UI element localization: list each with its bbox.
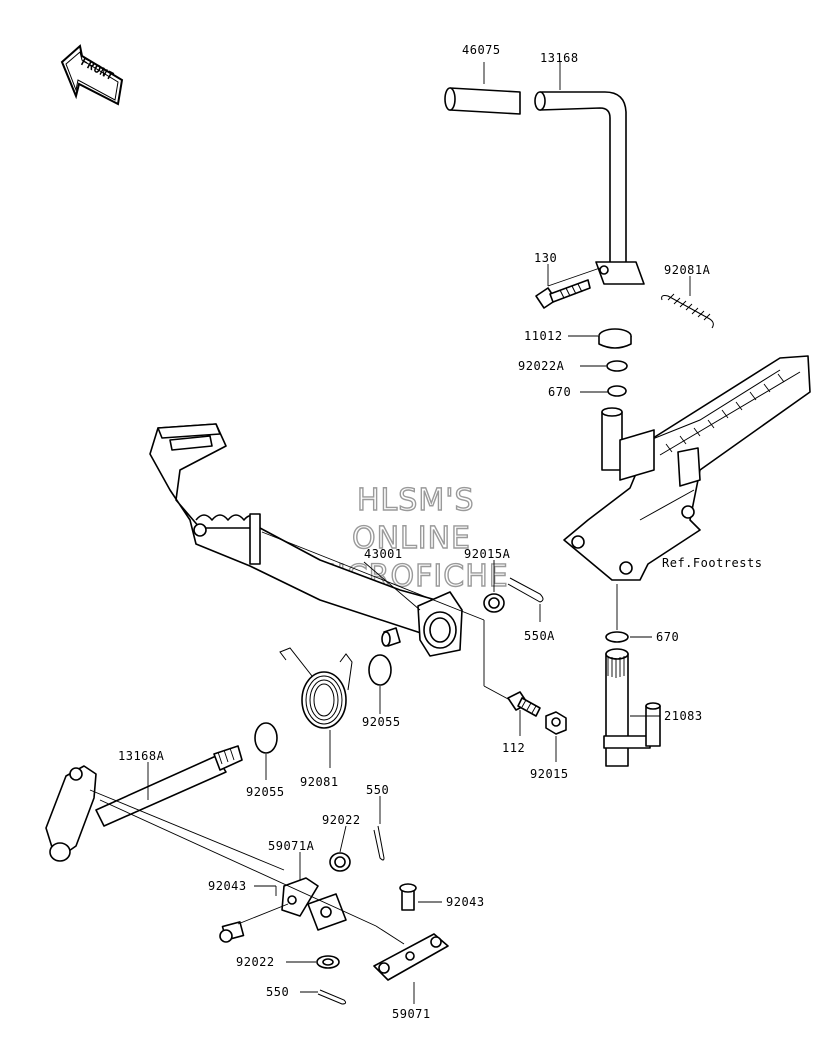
part-pin-92043-right: [399, 883, 417, 911]
callout-92022A[interactable]: 92022A: [518, 359, 565, 373]
callout-21083[interactable]: 21083: [664, 709, 703, 723]
leader-lines: [89, 62, 691, 1004]
part-washer-92022-lower: [316, 955, 340, 969]
callout-550A[interactable]: 550A: [524, 629, 555, 643]
part-link-59071: [373, 933, 449, 981]
watermark-line2: ONLINE: [352, 521, 471, 556]
callout-670-lower[interactable]: 670: [656, 630, 679, 644]
part-cotter-550-lower: [317, 989, 347, 1005]
callout-92015A[interactable]: 92015A: [464, 547, 511, 561]
part-spring-92081A: [661, 293, 714, 329]
part-oring-670-lower: [605, 631, 629, 643]
part-shaft-arm-13168A: [45, 745, 243, 862]
part-bolt-112: [507, 691, 541, 717]
part-lever-handle: [534, 91, 645, 285]
part-cotter-550A: [507, 577, 544, 603]
callout-92081A[interactable]: 92081A: [664, 263, 711, 277]
callout-92055-lower[interactable]: 92055: [246, 785, 285, 799]
callout-92015[interactable]: 92015: [530, 767, 569, 781]
callout-43001[interactable]: 43001: [364, 547, 403, 561]
part-footrest-ref: [563, 355, 811, 581]
ref-footrests-label: Ref.Footrests: [662, 556, 762, 570]
part-grip: [444, 87, 521, 115]
front-arrow-icon: FRONT: [60, 44, 124, 106]
callout-130[interactable]: 130: [534, 251, 557, 265]
part-oring-92055-a: [368, 654, 392, 686]
part-washer-92022A: [606, 360, 628, 372]
part-brake-pedal-43001: [149, 423, 463, 657]
callout-550-lower[interactable]: 550: [266, 985, 289, 999]
callout-13168A[interactable]: 13168A: [118, 749, 165, 763]
part-cotter-550-upper: [373, 825, 385, 861]
callout-92081[interactable]: 92081: [300, 775, 339, 789]
callout-59071[interactable]: 59071: [392, 1007, 431, 1021]
callout-13168[interactable]: 13168: [540, 51, 579, 65]
part-shaft-21083: [603, 648, 661, 767]
part-nut-92015A: [483, 593, 505, 613]
callout-92043-right[interactable]: 92043: [446, 895, 485, 909]
part-bolt-130: [535, 279, 591, 309]
watermark-line1: HLSM'S: [357, 483, 475, 518]
callout-11012[interactable]: 11012: [524, 329, 563, 343]
part-washer-92022: [329, 852, 351, 872]
part-clevis-59071A: [281, 877, 347, 931]
callout-59071A[interactable]: 59071A: [268, 839, 315, 853]
callout-92022[interactable]: 92022: [322, 813, 361, 827]
callout-92022-lower[interactable]: 92022: [236, 955, 275, 969]
callout-92055-upper[interactable]: 92055: [362, 715, 401, 729]
callout-labels: 46075 13168 130 92081A 11012 92022A 670 …: [118, 43, 762, 1021]
part-oring-670-upper: [607, 385, 627, 397]
callout-92043-left[interactable]: 92043: [208, 879, 247, 893]
callout-550-upper[interactable]: 550: [366, 783, 389, 797]
part-oring-92055-b: [254, 722, 278, 754]
callout-670-upper[interactable]: 670: [548, 385, 571, 399]
callout-46075[interactable]: 46075: [462, 43, 501, 57]
callout-112[interactable]: 112: [502, 741, 525, 755]
part-nut-92015: [545, 711, 567, 735]
part-pin-92043-left: [219, 921, 245, 943]
part-spring-92081: [279, 647, 353, 729]
part-bush-11012: [598, 328, 632, 349]
